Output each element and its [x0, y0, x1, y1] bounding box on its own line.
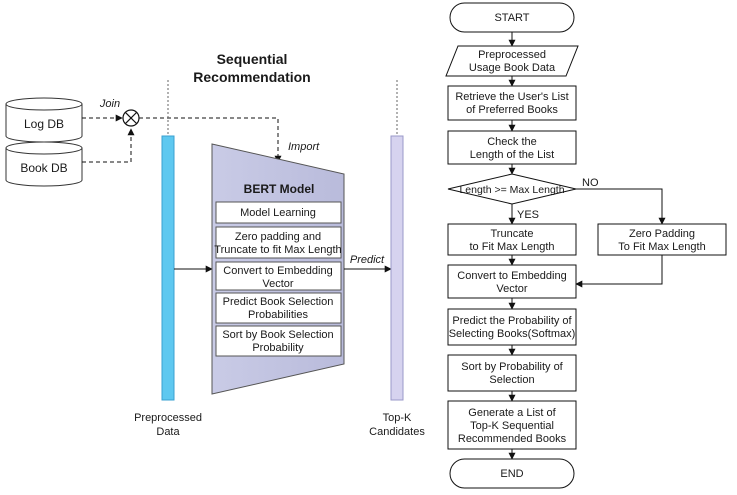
flow-retrieve-text: of Preferred Books — [466, 104, 558, 116]
flow-sort-step: Sort by Probability of Selection — [447, 354, 577, 392]
bert-step-zero-padding: Zero padding and Truncate to fit Max Len… — [214, 226, 342, 259]
flow-sort-text: Selection — [489, 374, 534, 386]
flow-retrieve-step: Retrieve the User's List of Preferred Bo… — [447, 85, 577, 121]
bert-step-text: Probabilities — [248, 309, 308, 321]
flow-generate-step: Generate a List of Top-K Sequential Reco… — [447, 400, 577, 450]
book-db-cylinder: Book DB — [5, 141, 83, 187]
flow-data-text: Preprocessed — [478, 49, 546, 61]
flow-start-text: START — [494, 12, 529, 24]
flow-start-terminal: START — [449, 2, 575, 33]
flow-data-text: Usage Book Data — [469, 62, 556, 74]
preprocessed-label-2: Data — [156, 426, 180, 438]
flow-end-text: END — [500, 468, 523, 480]
flow-generate-text: Recommended Books — [458, 433, 567, 445]
predict-label: Predict — [350, 254, 385, 266]
bert-step-text: Predict Book Selection — [223, 296, 334, 308]
flow-decision-text: Length >= Max Length — [459, 184, 564, 196]
flow-zero-text: To Fit Max Length — [618, 241, 705, 253]
import-line — [139, 117, 282, 163]
title-line-1: Sequential — [217, 51, 288, 67]
flow-check-text: Check the — [487, 136, 537, 148]
flow-yes-label: YES — [517, 209, 539, 221]
topk-candidates-bar — [390, 135, 404, 401]
flow-generate-text: Generate a List of — [468, 407, 556, 419]
topk-label-1: Top-K — [383, 412, 412, 424]
book-db-label: Book DB — [20, 161, 67, 175]
flow-predict-step: Predict the Probability of Selecting Boo… — [447, 308, 577, 346]
flow-check-step: Check the Length of the List — [447, 130, 577, 165]
flow-truncate-step: Truncate to Fit Max Length — [447, 223, 577, 256]
bert-step-text: Probability — [252, 342, 304, 354]
bert-step-text: Convert to Embedding — [223, 265, 332, 277]
bert-step-embedding: Convert to Embedding Vector — [215, 261, 342, 291]
preprocessed-label-1: Preprocessed — [134, 412, 202, 424]
bert-step-text: Zero padding and — [235, 231, 321, 243]
flow-truncate-text: Truncate — [490, 228, 533, 240]
log-db-cylinder: Log DB — [5, 97, 83, 143]
flow-sort-text: Sort by Probability of — [461, 361, 563, 373]
bert-step-predict: Predict Book Selection Probabilities — [215, 292, 342, 324]
flow-truncate-text: to Fit Max Length — [470, 241, 555, 253]
join-line-book — [82, 128, 135, 163]
import-label: Import — [288, 141, 320, 153]
flow-connectors — [508, 32, 666, 460]
flow-embedding-step: Convert to Embedding Vector — [447, 264, 577, 299]
title-line-2: Recommendation — [193, 69, 310, 85]
log-db-label: Log DB — [24, 117, 64, 131]
preprocessed-data-bar — [161, 135, 175, 401]
bert-model-title: BERT Model — [244, 182, 315, 196]
flow-embed-text: Vector — [496, 283, 528, 295]
flow-predict-text: Predict the Probability of — [452, 315, 572, 327]
flow-check-text: Length of the List — [470, 149, 554, 161]
flow-no-label: NO — [582, 177, 599, 189]
flow-decision: Length >= Max Length — [447, 173, 577, 205]
bert-step-text: Sort by Book Selection — [222, 329, 333, 341]
join-operator-icon — [122, 109, 140, 127]
flow-zero-padding-step: Zero Padding To Fit Max Length — [597, 223, 727, 256]
flow-zero-text: Zero Padding — [629, 228, 695, 240]
flow-predict-text: Selecting Books(Softmax) — [449, 328, 576, 340]
bert-step-sort: Sort by Book Selection Probability — [215, 325, 342, 357]
bert-step-text: Model Learning — [240, 207, 316, 219]
topk-label-2: Candidates — [369, 426, 425, 438]
bert-step-text: Vector — [262, 278, 294, 290]
bert-step-text: Truncate to fit Max Length — [214, 244, 341, 256]
flow-generate-text: Top-K Sequential — [470, 420, 554, 432]
bert-step-model-learning: Model Learning — [215, 201, 342, 224]
flow-end-terminal: END — [449, 458, 575, 489]
join-label: Join — [99, 98, 120, 110]
flow-embed-text: Convert to Embedding — [457, 270, 566, 282]
flow-data-input: Preprocessed Usage Book Data — [445, 45, 579, 77]
flow-retrieve-text: Retrieve the User's List — [455, 91, 568, 103]
